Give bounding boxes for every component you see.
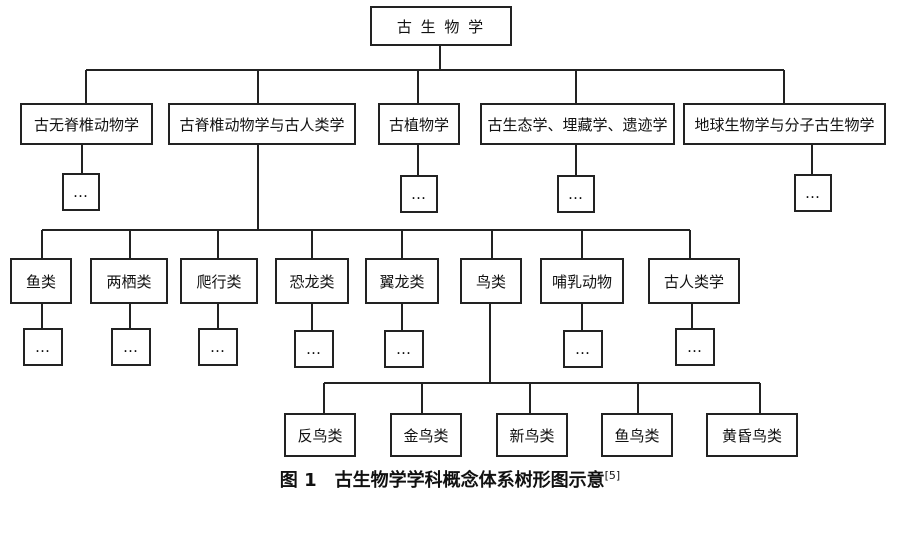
node-paleobotany: 古植物学: [378, 103, 460, 145]
ellipsis-box: …: [23, 328, 63, 366]
node-mammals: 哺乳动物: [540, 258, 624, 304]
node-paleoanthropology: 古人类学: [648, 258, 740, 304]
node-birds: 鸟类: [460, 258, 522, 304]
ellipsis-box: …: [62, 173, 100, 211]
ellipsis-box: …: [675, 328, 715, 366]
node-neornithes: 新鸟类: [496, 413, 568, 457]
figure-caption: 图 1 古生物学学科概念体系树形图示意[5]: [0, 466, 900, 492]
ellipsis-box: …: [384, 330, 424, 368]
node-pterosaurs: 翼龙类: [365, 258, 439, 304]
node-paleoecology: 古生态学、埋藏学、遗迹学: [480, 103, 675, 145]
node-vertebrate-paleontology: 古脊椎动物学与古人类学: [168, 103, 356, 145]
node-dinosaurs: 恐龙类: [275, 258, 349, 304]
ellipsis-box: …: [794, 174, 832, 212]
node-ichthyornithes: 鱼鸟类: [601, 413, 673, 457]
node-invertebrate-paleontology: 古无脊椎动物学: [20, 103, 153, 145]
root-node: 古 生 物 学: [370, 6, 512, 46]
caption-text: 图 1 古生物学学科概念体系树形图示意: [279, 470, 605, 491]
ellipsis-box: …: [563, 330, 603, 368]
ellipsis-box: …: [557, 175, 595, 213]
ellipsis-box: …: [400, 175, 438, 213]
node-geobiology: 地球生物学与分子古生物学: [683, 103, 886, 145]
node-amphibians: 两栖类: [90, 258, 168, 304]
ellipsis-box: …: [111, 328, 151, 366]
caption-reference: [5]: [604, 469, 621, 482]
ellipsis-box: …: [198, 328, 238, 366]
node-jinniaoa: 金鸟类: [390, 413, 462, 457]
node-reptiles: 爬行类: [180, 258, 258, 304]
node-fish: 鱼类: [10, 258, 72, 304]
node-hesperornithes: 黄昏鸟类: [706, 413, 798, 457]
node-enantiornithes: 反鸟类: [284, 413, 356, 457]
ellipsis-box: …: [294, 330, 334, 368]
